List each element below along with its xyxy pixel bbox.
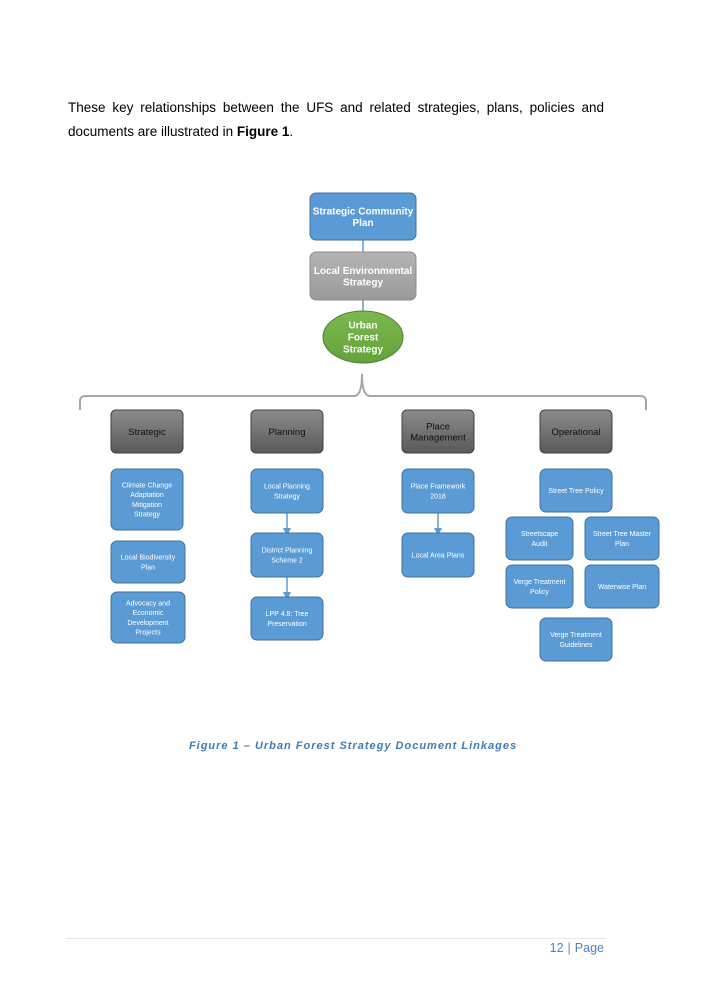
label-line: Plan [141, 564, 155, 571]
label-line: Local Environmental [314, 266, 413, 277]
label-line: Adaptation [130, 492, 164, 499]
item-street-tree-policy: Street Tree Policy [539, 468, 613, 513]
label-line: Place Framework [411, 483, 466, 490]
category-operational: Operational [539, 409, 613, 454]
label-line: Mitigation [132, 502, 162, 509]
label-line: 2018 [430, 493, 446, 500]
category-label: Planning [269, 427, 306, 438]
label-line: Scheme 2 [271, 557, 303, 564]
label-line: Strategy [343, 277, 383, 288]
label-line: Preservation [267, 621, 306, 628]
category-strategic: Strategic [110, 409, 184, 454]
label-line: Projects [135, 630, 161, 637]
label-line: Local Planning [264, 483, 310, 490]
label-line: Waterwise Plan [598, 584, 646, 591]
page-footer: 12|Page [550, 941, 604, 955]
label-line: Economic [133, 610, 164, 617]
category-label: Operational [551, 427, 600, 438]
label-line: Policy [530, 589, 549, 596]
item-label: Place Framework 2018 [411, 483, 466, 500]
label-line: Plan [615, 541, 629, 548]
label-line: Audit [532, 541, 548, 548]
label-line: Management [410, 432, 466, 443]
label-line: Strategy [343, 345, 383, 356]
label-line: Verge Treatment [514, 579, 566, 586]
label-line: Climate Change [122, 482, 172, 489]
category-planning: Planning [250, 409, 324, 454]
label-line: Plan [352, 218, 373, 229]
label-line: Strategic [128, 427, 166, 438]
intro-paragraph: These key relationships between the UFS … [68, 96, 604, 143]
footer-separator: | [567, 941, 571, 955]
item-local-area-plans: Local Area Plans [401, 532, 475, 578]
intro-text: These key relationships between the UFS … [68, 100, 604, 139]
category-label: Strategic [128, 427, 166, 438]
label-line: Place [426, 421, 450, 432]
label-line: Forest [348, 333, 379, 344]
item-label: Waterwise Plan [598, 584, 646, 591]
label-line: Development [127, 620, 168, 627]
label-line: Planning [269, 427, 306, 438]
figure-caption: Figure 1 – Urban Forest Strategy Documen… [188, 740, 518, 752]
figure-reference: Figure 1 [236, 123, 290, 139]
label-line: Streetscape [521, 531, 558, 538]
label-line: Street Tree Master [593, 531, 652, 538]
label-line: Strategy [134, 512, 161, 519]
page-number: 12 [549, 941, 564, 955]
label-line: Urban [349, 321, 378, 332]
label-line: Strategic Community [313, 206, 414, 217]
category-bracket [79, 373, 647, 410]
label-line: Guidelines [559, 642, 593, 649]
label-line: Operational [551, 427, 600, 438]
item-waterwise-plan: Waterwise Plan [584, 564, 660, 609]
label-line: Local Area Plans [412, 552, 465, 559]
intro-text-end: . [289, 123, 294, 139]
page-label: Page [574, 941, 604, 955]
connectors [79, 240, 647, 600]
label-line: District Planning [262, 547, 313, 554]
label-line: LPP 4.8: Tree [266, 611, 309, 618]
item-label: Local Area Plans [412, 552, 465, 559]
label-line: Advocacy and [126, 600, 170, 607]
label-line: Local Biodiversity [121, 554, 176, 561]
footer-divider [66, 938, 606, 939]
label-line: Street Tree Policy [548, 488, 604, 495]
label-line: Verge Treatment [550, 632, 602, 639]
label-line: Strategy [274, 493, 301, 500]
item-label: Street Tree Policy [548, 488, 604, 495]
item-place-framework: Place Framework 2018 [401, 468, 475, 514]
